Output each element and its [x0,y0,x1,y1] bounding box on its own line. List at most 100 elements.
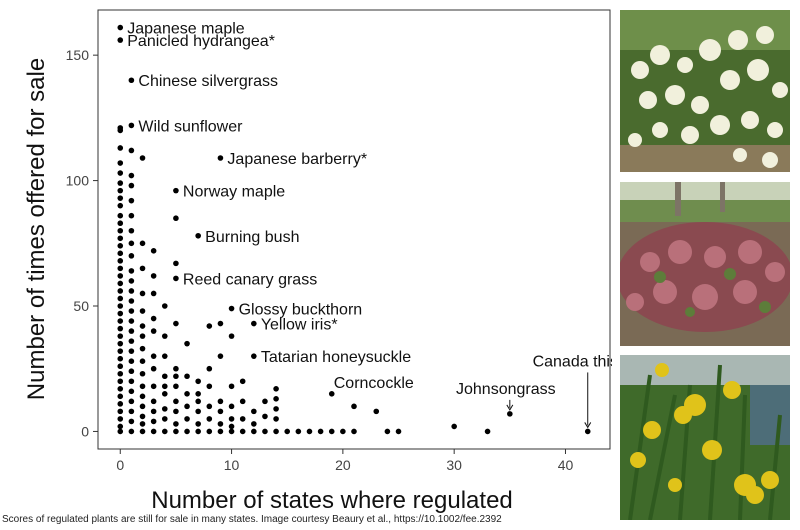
data-point [161,303,168,309]
data-point [139,323,146,329]
data-point [262,428,268,435]
data-point [217,320,224,327]
labeled-data-point [228,305,235,312]
data-point [273,385,279,392]
x-tick-label: 0 [116,457,124,473]
data-point [206,323,213,329]
data-point [206,416,213,422]
data-point [139,403,146,410]
data-point [195,408,201,415]
data-point [117,310,124,317]
data-point [184,428,190,435]
data-point [173,260,179,267]
data-point [150,418,157,425]
data-point [161,391,168,397]
data-point [206,403,213,410]
labeled-data-point [251,353,257,359]
data-point [484,428,491,435]
labeled-data-point [251,320,257,327]
data-point [351,428,357,435]
data-point [117,187,124,194]
data-point [161,373,168,380]
data-point [128,268,135,274]
data-point [228,333,235,339]
data-point [139,393,146,400]
data-point [128,253,135,259]
data-point [251,408,257,415]
data-point [117,265,124,272]
labeled-data-point [328,391,335,397]
hydrangea-photo [620,10,790,172]
data-point [161,406,168,412]
point-label: Chinese silvergrass [138,73,278,90]
data-point [117,408,124,415]
data-point [217,398,224,405]
point-label: Johnsongrass [456,381,556,398]
data-point [150,248,157,254]
data-point [150,328,157,334]
point-label: Canada thistle [533,353,612,370]
data-point [173,421,179,427]
data-point [150,408,157,415]
data-point [395,428,402,435]
plot-panel [97,9,611,450]
data-point [373,408,380,415]
data-point [117,423,124,430]
data-point [206,428,213,435]
data-point [195,378,201,385]
data-point [128,418,135,425]
labeled-data-point [173,187,179,194]
data-point [273,428,279,435]
data-point [128,227,135,234]
data-point [295,428,302,435]
data-point [217,408,224,415]
data-point [139,290,146,297]
data-point [117,416,124,422]
data-point [139,428,146,435]
data-point [139,421,146,427]
data-point [117,295,124,302]
image-caption: Scores of regulated plants are still for… [2,514,502,525]
data-point [239,378,246,385]
point-label: Corncockle [334,375,414,392]
labeled-data-point [117,37,124,43]
data-point [217,428,224,435]
data-point [173,408,179,415]
data-point [139,240,146,247]
data-point [117,127,124,134]
data-point [128,182,135,189]
data-point [284,428,291,435]
data-point [228,428,235,435]
data-point [451,423,457,430]
y-tick-label: 150 [66,47,90,63]
data-point [128,368,135,375]
data-point [128,338,135,344]
data-point [161,383,168,390]
data-point [117,288,124,294]
y-tick-label: 50 [73,298,89,314]
data-point [128,308,135,314]
data-point [173,215,179,222]
data-point [251,421,257,427]
data-point [117,355,124,362]
data-point [128,278,135,284]
data-point [117,145,124,151]
data-point [184,340,190,347]
data-point [262,398,268,405]
data-point [128,378,135,385]
data-point [173,320,179,327]
labeled-data-point [195,232,201,239]
data-point [184,403,190,410]
labeled-data-point [507,411,513,417]
data-point [139,383,146,390]
labeled-data-point [173,275,179,282]
y-tick-label: 100 [66,173,90,189]
point-label: Reed canary grass [183,271,317,288]
labeled-data-point [128,77,135,84]
data-point [128,398,135,405]
data-point [128,147,135,154]
data-point [117,348,124,354]
data-point [228,383,235,390]
data-point [173,398,179,405]
